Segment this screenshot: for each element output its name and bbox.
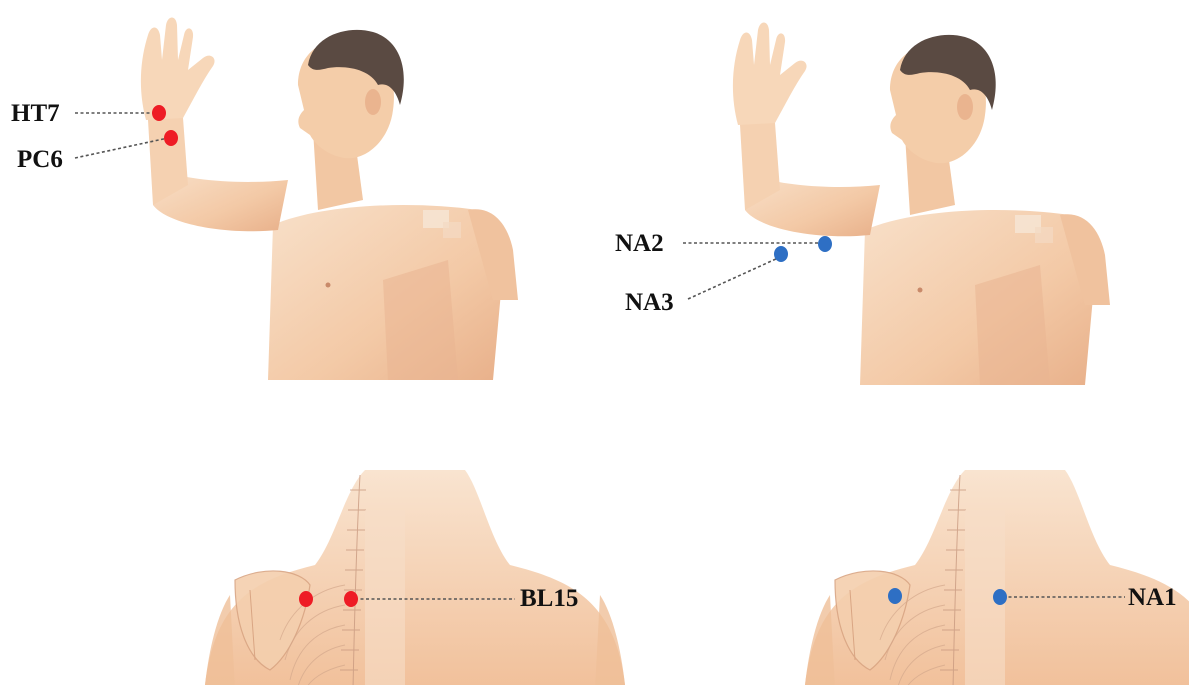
acupoint-na3-marker (774, 246, 788, 262)
label-na2: NA2 (615, 231, 664, 256)
figure-top-right (733, 23, 1110, 386)
label-bl15: BL15 (520, 586, 578, 611)
acupoint-na1-right-marker (993, 589, 1007, 605)
acupoint-pc6-marker (164, 130, 178, 146)
label-na3: NA3 (625, 290, 674, 315)
label-ht7: HT7 (11, 101, 60, 126)
figure-bottom-right (805, 470, 1189, 685)
figure-bottom-left (205, 470, 625, 685)
label-pc6: PC6 (17, 147, 63, 172)
acupoint-bl15-right-marker (344, 591, 358, 607)
figure-top-left (141, 18, 518, 381)
acupoint-ht7-marker (152, 105, 166, 121)
acupoint-na1-left-marker (888, 588, 902, 604)
leader-na3 (688, 258, 778, 299)
acupoint-na2-marker (818, 236, 832, 252)
acupoint-bl15-left-marker (299, 591, 313, 607)
label-na1: NA1 (1128, 585, 1177, 610)
